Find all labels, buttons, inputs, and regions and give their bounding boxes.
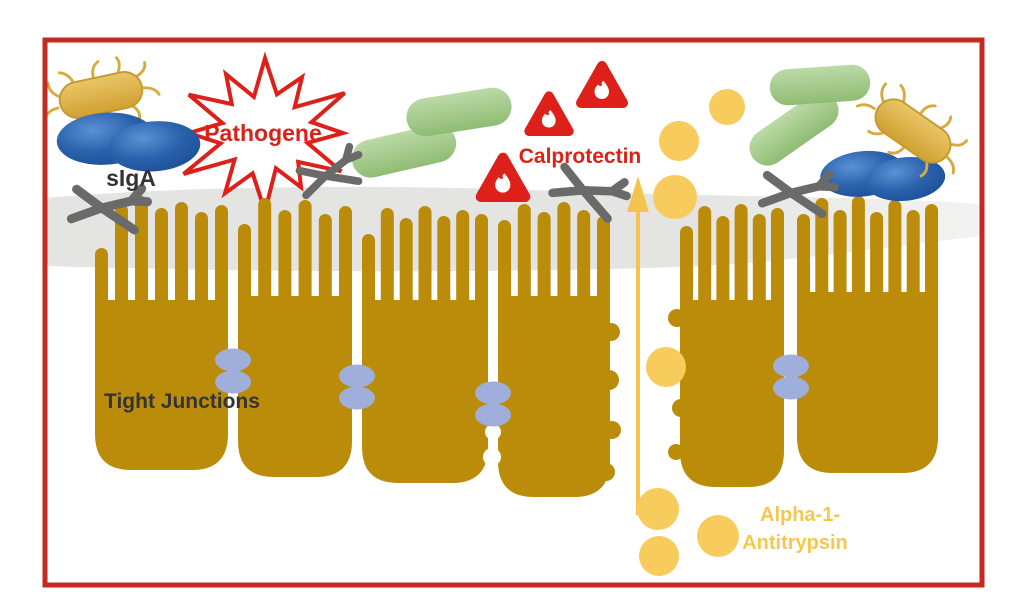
microvillus	[597, 216, 610, 326]
microvillus	[339, 206, 352, 326]
cell-body	[797, 292, 938, 473]
microvillus	[418, 206, 432, 330]
epithelial-cell	[797, 196, 938, 473]
microvillus	[870, 212, 884, 322]
cell-gap-notch	[483, 448, 501, 466]
cell-edge-bump	[672, 399, 690, 417]
epithelial-cell	[238, 198, 352, 477]
cell-edge-bump	[597, 463, 615, 481]
cell-edge-bump	[602, 323, 620, 341]
microvillus	[95, 248, 108, 330]
microvillus	[815, 198, 829, 322]
microvillus	[175, 202, 188, 330]
epithelial-cell	[95, 196, 228, 470]
microvillus	[833, 210, 847, 322]
microvillus	[135, 196, 148, 330]
alpha1-dot	[639, 536, 679, 576]
microvillus	[797, 214, 810, 322]
flame-warning-icon	[581, 66, 623, 103]
green-rod-bacterium-icon	[768, 63, 872, 107]
alpha1-antitrypsin-label-line2: Antitrypsin	[742, 532, 848, 554]
alpha1-dot	[709, 89, 745, 125]
microvillus	[318, 214, 332, 326]
microvillus	[851, 196, 865, 322]
alpha1-dot	[646, 347, 686, 387]
microvillus	[925, 204, 938, 322]
microvillus	[437, 216, 451, 330]
microvillus	[195, 212, 208, 330]
figure-border	[42, 37, 985, 588]
cell-edge-bump	[603, 421, 621, 439]
cell-body	[238, 296, 352, 477]
epithelial-cell	[498, 202, 610, 497]
microvillus	[155, 208, 168, 330]
permeability-arrow-icon	[627, 176, 649, 515]
flame-warning-icon	[529, 96, 569, 131]
microvillus	[475, 214, 488, 330]
cell-edge-bump	[668, 444, 684, 460]
siga-label: sIgA	[106, 165, 156, 191]
calprotectin-label: Calprotectin	[519, 145, 642, 168]
tight-junctions-label: Tight Junctions	[104, 390, 260, 413]
microvillus	[537, 212, 551, 326]
microvillus	[278, 210, 292, 326]
microvillus	[298, 200, 312, 326]
cell-body	[362, 300, 488, 483]
microvillus	[734, 204, 748, 330]
microvillus	[380, 208, 394, 330]
alpha1-dot	[637, 488, 679, 530]
cell-body	[498, 296, 610, 497]
green-rod-bacterium-icon	[403, 84, 515, 140]
epithelial-cell	[680, 204, 784, 487]
alpha1-dot	[659, 121, 699, 161]
microvillus	[362, 234, 375, 330]
microvillus	[399, 218, 413, 330]
microvillus	[115, 204, 128, 330]
epithelial-cell	[362, 206, 488, 483]
microvillus	[517, 204, 531, 326]
cell-body	[680, 300, 784, 487]
cell-edge-bump	[668, 309, 686, 327]
microvillus	[258, 198, 272, 326]
alpha1-antitrypsin-label-line1: Alpha-1-	[760, 504, 840, 526]
microvillus	[888, 200, 902, 322]
microvillus	[906, 210, 920, 322]
microvillus	[238, 224, 251, 326]
alpha1-dot	[697, 515, 739, 557]
microvillus	[557, 202, 571, 326]
microvillus	[752, 214, 766, 330]
microvillus	[771, 208, 784, 330]
cell-body	[95, 300, 228, 470]
alpha1-dot	[653, 175, 697, 219]
microvillus	[456, 210, 470, 330]
microvillus	[680, 226, 693, 330]
microvillus	[716, 216, 730, 330]
pathogen-label: Pathogene	[204, 120, 322, 146]
cell-gap-notch	[485, 424, 501, 440]
microvillus	[577, 210, 591, 326]
microvillus	[698, 206, 712, 330]
cell-edge-bump	[599, 370, 619, 390]
microvillus	[215, 205, 228, 330]
microvillus	[498, 220, 511, 326]
epithelial-cell-layer	[95, 196, 938, 497]
